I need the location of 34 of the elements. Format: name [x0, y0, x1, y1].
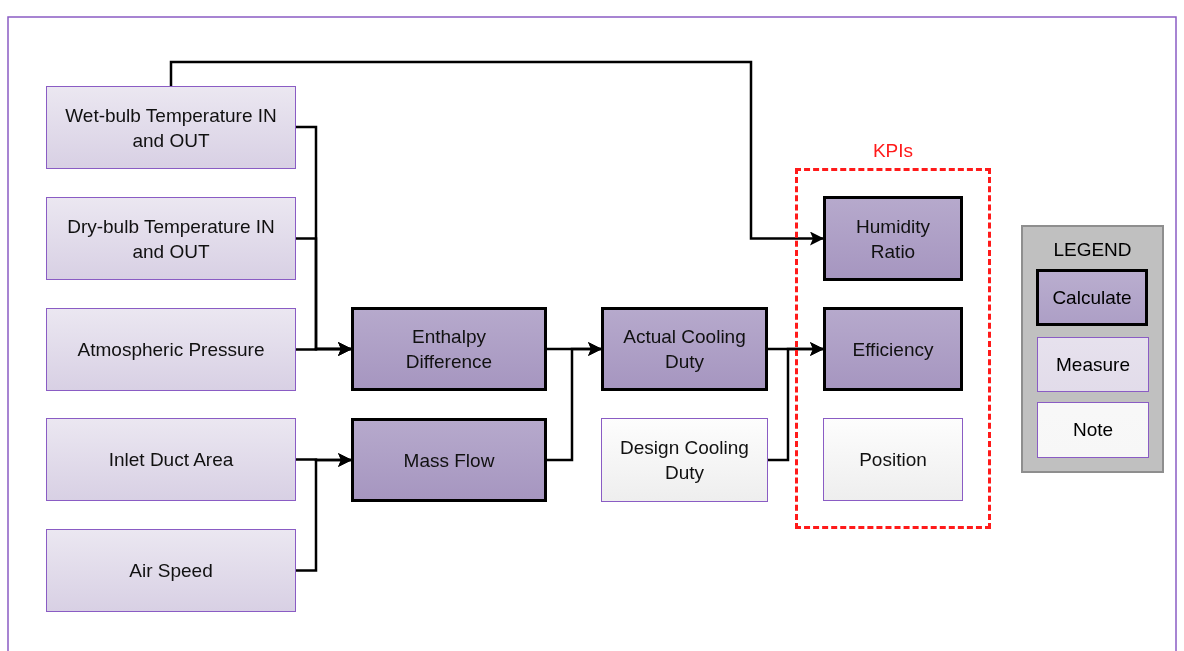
arrow	[768, 342, 824, 462]
group-heading: KPIs	[871, 139, 915, 163]
arrow	[547, 342, 602, 462]
measurement-box	[46, 418, 296, 501]
calculation-box	[351, 418, 547, 502]
box-label: Efficiency	[852, 337, 934, 362]
note-box	[601, 418, 768, 502]
box-label: Mass Flow	[403, 448, 495, 473]
arrow	[296, 342, 352, 356]
measurement-box	[46, 86, 296, 169]
box-label: Design Cooling Duty	[619, 436, 750, 485]
arrow	[169, 60, 824, 246]
box-label: Inlet Duct Area	[108, 448, 234, 472]
calculation-box	[823, 307, 963, 391]
box-label: Dry-bulb Temperature IN and OUT	[66, 214, 276, 264]
calculation-box	[601, 307, 768, 391]
calculation-box	[823, 196, 963, 281]
box-label: Air Speed	[129, 559, 213, 583]
box-label: Enthalpy Difference	[404, 325, 494, 374]
legend-title: LEGEND	[1052, 239, 1133, 261]
legend-label: Measure	[1056, 353, 1130, 376]
box-label: Actual Cooling Duty	[622, 325, 747, 374]
arrow	[296, 453, 352, 572]
box-label: Humidity Ratio	[855, 214, 931, 264]
measurement-box	[46, 197, 296, 280]
box-label: Wet-bulb Temperature IN and OUT	[64, 103, 278, 153]
box-label: Position	[859, 448, 927, 472]
box-label: Atmospheric Pressure	[77, 338, 265, 362]
measurement-box	[46, 529, 296, 612]
legend-label: Note	[1072, 419, 1114, 441]
calculation-box	[351, 307, 547, 391]
note-box	[823, 418, 963, 501]
legend-label: Calculate	[1052, 286, 1132, 309]
measurement-box	[46, 308, 296, 391]
